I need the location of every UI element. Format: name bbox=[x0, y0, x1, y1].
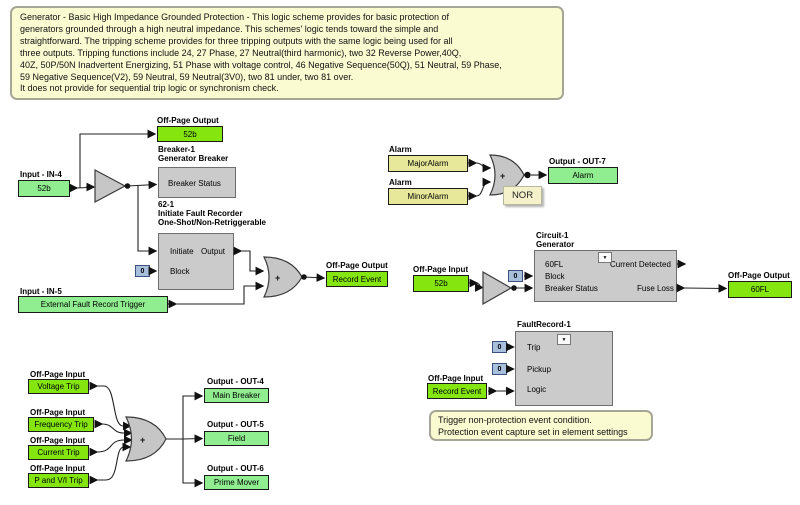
input-in4-box[interactable]: 52b bbox=[18, 180, 70, 197]
offpage-output-60fl-box[interactable]: 60FL bbox=[728, 281, 792, 298]
wire bbox=[101, 423, 125, 434]
faultrecord1-dropdown-icon[interactable]: ▼ bbox=[557, 334, 571, 345]
wire-to-out4 bbox=[182, 391, 204, 439]
offpage-input-voltage-trip-label: Off-Page Input bbox=[30, 370, 86, 379]
alarm-major-label: Alarm bbox=[389, 145, 412, 154]
wire-or-to-record bbox=[303, 273, 326, 283]
wire-to-breaker-status bbox=[127, 180, 158, 190]
timer-621-name: 62-1 bbox=[158, 200, 175, 209]
timer-621-desc2: One-Shot/Non-Retriggerable bbox=[158, 218, 267, 227]
or-gate-trip[interactable] bbox=[125, 416, 167, 462]
wire-to-initiate bbox=[137, 185, 158, 256]
timer-621-desc1: Initiate Fault Recorder bbox=[158, 209, 243, 218]
wire-to-offpage-52b bbox=[79, 129, 157, 188]
wire-fuseloss-to-60fl bbox=[683, 284, 728, 293]
alarm-minor-box[interactable]: MinorAlarm bbox=[388, 188, 468, 205]
wire bbox=[76, 186, 89, 189]
offpage-input-voltage-trip-box[interactable]: Voltage Trip bbox=[28, 379, 89, 394]
circuit1-name: Circuit-1 bbox=[536, 231, 569, 240]
wire-minor-to-nor bbox=[475, 177, 492, 197]
wire bbox=[97, 446, 125, 481]
timer-port-initiate: Initiate bbox=[170, 247, 194, 256]
alarm-minor-label: Alarm bbox=[389, 178, 412, 187]
scheme-description-note[interactable]: Generator - Basic High Impedance Grounde… bbox=[10, 6, 564, 100]
faultrecord1-pickup-const-0[interactable]: 0 bbox=[492, 363, 507, 375]
breaker1-desc: Generator Breaker bbox=[158, 154, 229, 163]
output-out6-label: Output - OUT-6 bbox=[207, 464, 264, 473]
offpage-input-current-trip-box[interactable]: Current Trip bbox=[28, 445, 89, 460]
circuit1-port-current-detected: Current Detected bbox=[610, 260, 671, 269]
faultrecord1-port-pickup: Pickup bbox=[527, 365, 552, 374]
buffer1-gate[interactable] bbox=[94, 169, 127, 203]
faultrecord1-port-logic: Logic bbox=[527, 385, 547, 394]
offpage-output-52b-box[interactable]: 52b bbox=[157, 126, 223, 142]
alarm-major-box[interactable]: MajorAlarm bbox=[388, 155, 468, 172]
timer-block-const-0[interactable]: 0 bbox=[135, 265, 150, 277]
or-gate-record[interactable] bbox=[263, 256, 303, 298]
output-out5-label: Output - OUT-5 bbox=[207, 420, 264, 429]
faultrecord1-trip-const-0[interactable]: 0 bbox=[492, 341, 507, 353]
circuit1-port-breaker-status: Breaker Status bbox=[545, 284, 598, 293]
or2-gate-symbol: + bbox=[140, 435, 145, 445]
offpage-input-frequency-trip-box[interactable]: Frequency Trip bbox=[28, 417, 94, 432]
buffer2-gate[interactable] bbox=[482, 270, 513, 306]
wire-to-out5 bbox=[182, 434, 204, 444]
breaker1-name: Breaker-1 bbox=[158, 145, 195, 154]
offpage-input-52b-box[interactable]: 52b bbox=[413, 275, 469, 292]
offpage-input-pvi-trip-label: Off-Page Input bbox=[30, 464, 86, 473]
fault-capture-note[interactable]: Trigger non-protection event condition. … bbox=[429, 410, 653, 441]
timer-621-block[interactable] bbox=[158, 233, 234, 290]
output-out7-box[interactable]: Alarm bbox=[548, 167, 618, 184]
offpage-input-record-box[interactable]: Record Event bbox=[427, 383, 487, 399]
nor-gate-symbol: + bbox=[500, 171, 505, 181]
output-out4-box[interactable]: Main Breaker bbox=[204, 388, 269, 403]
faultrecord1-port-trip: Trip bbox=[527, 343, 541, 352]
output-out4-label: Output - OUT-4 bbox=[207, 377, 264, 386]
junction-dot bbox=[124, 183, 131, 189]
wire bbox=[97, 385, 124, 427]
offpage-output-60fl-label: Off-Page Output bbox=[728, 271, 790, 280]
input-in4-label: Input - IN-4 bbox=[20, 170, 62, 179]
wire-to-out6 bbox=[182, 439, 204, 488]
output-out7-label: Output - OUT-7 bbox=[549, 157, 606, 166]
nor-inversion-bubble bbox=[524, 171, 531, 179]
offpage-input-52b-label: Off-Page Input bbox=[413, 265, 469, 274]
junction-dot bbox=[511, 285, 517, 291]
timer-port-block: Block bbox=[170, 267, 190, 276]
offpage-input-record-label: Off-Page Input bbox=[428, 374, 484, 383]
breaker1-port-breaker-status: Breaker Status bbox=[168, 179, 221, 188]
offpage-input-pvi-trip-box[interactable]: P and V/I Trip bbox=[28, 473, 89, 488]
or-gate-symbol: + bbox=[275, 273, 280, 283]
output-out5-box[interactable]: Field bbox=[204, 431, 269, 446]
wire-timer-to-or bbox=[241, 250, 265, 276]
offpage-input-frequency-trip-label: Off-Page Input bbox=[30, 408, 86, 417]
faultrecord1-name: FaultRecord-1 bbox=[517, 320, 571, 329]
circuit1-port-block: Block bbox=[545, 272, 565, 281]
breaker1-block[interactable] bbox=[158, 167, 236, 198]
nor-gate-tooltip: NOR bbox=[503, 186, 542, 205]
circuit1-desc: Generator bbox=[536, 240, 575, 249]
wire bbox=[96, 439, 125, 453]
circuit1-port-fuse-loss: Fuse Loss bbox=[637, 284, 674, 293]
timer-port-output: Output bbox=[201, 247, 226, 256]
circuit1-block-const-0[interactable]: 0 bbox=[508, 270, 523, 282]
offpage-input-current-trip-label: Off-Page Input bbox=[30, 436, 86, 445]
circuit1-port-60fl: 60FL bbox=[545, 260, 564, 269]
output-out6-box[interactable]: Prime Mover bbox=[204, 475, 269, 490]
offpage-output-record-box[interactable]: Record Event bbox=[326, 271, 388, 287]
wire-major-to-nor bbox=[475, 162, 492, 173]
offpage-output-record-label: Off-Page Output bbox=[326, 261, 388, 270]
input-in5-box[interactable]: External Fault Record Trigger bbox=[18, 296, 168, 313]
offpage-output-52b-label: Off-Page Output bbox=[157, 116, 219, 125]
junction-dot bbox=[301, 274, 307, 280]
wire bbox=[476, 282, 483, 289]
circuit1-dropdown-icon[interactable]: ▼ bbox=[598, 252, 612, 263]
input-in5-label: Input - IN-5 bbox=[20, 287, 62, 296]
